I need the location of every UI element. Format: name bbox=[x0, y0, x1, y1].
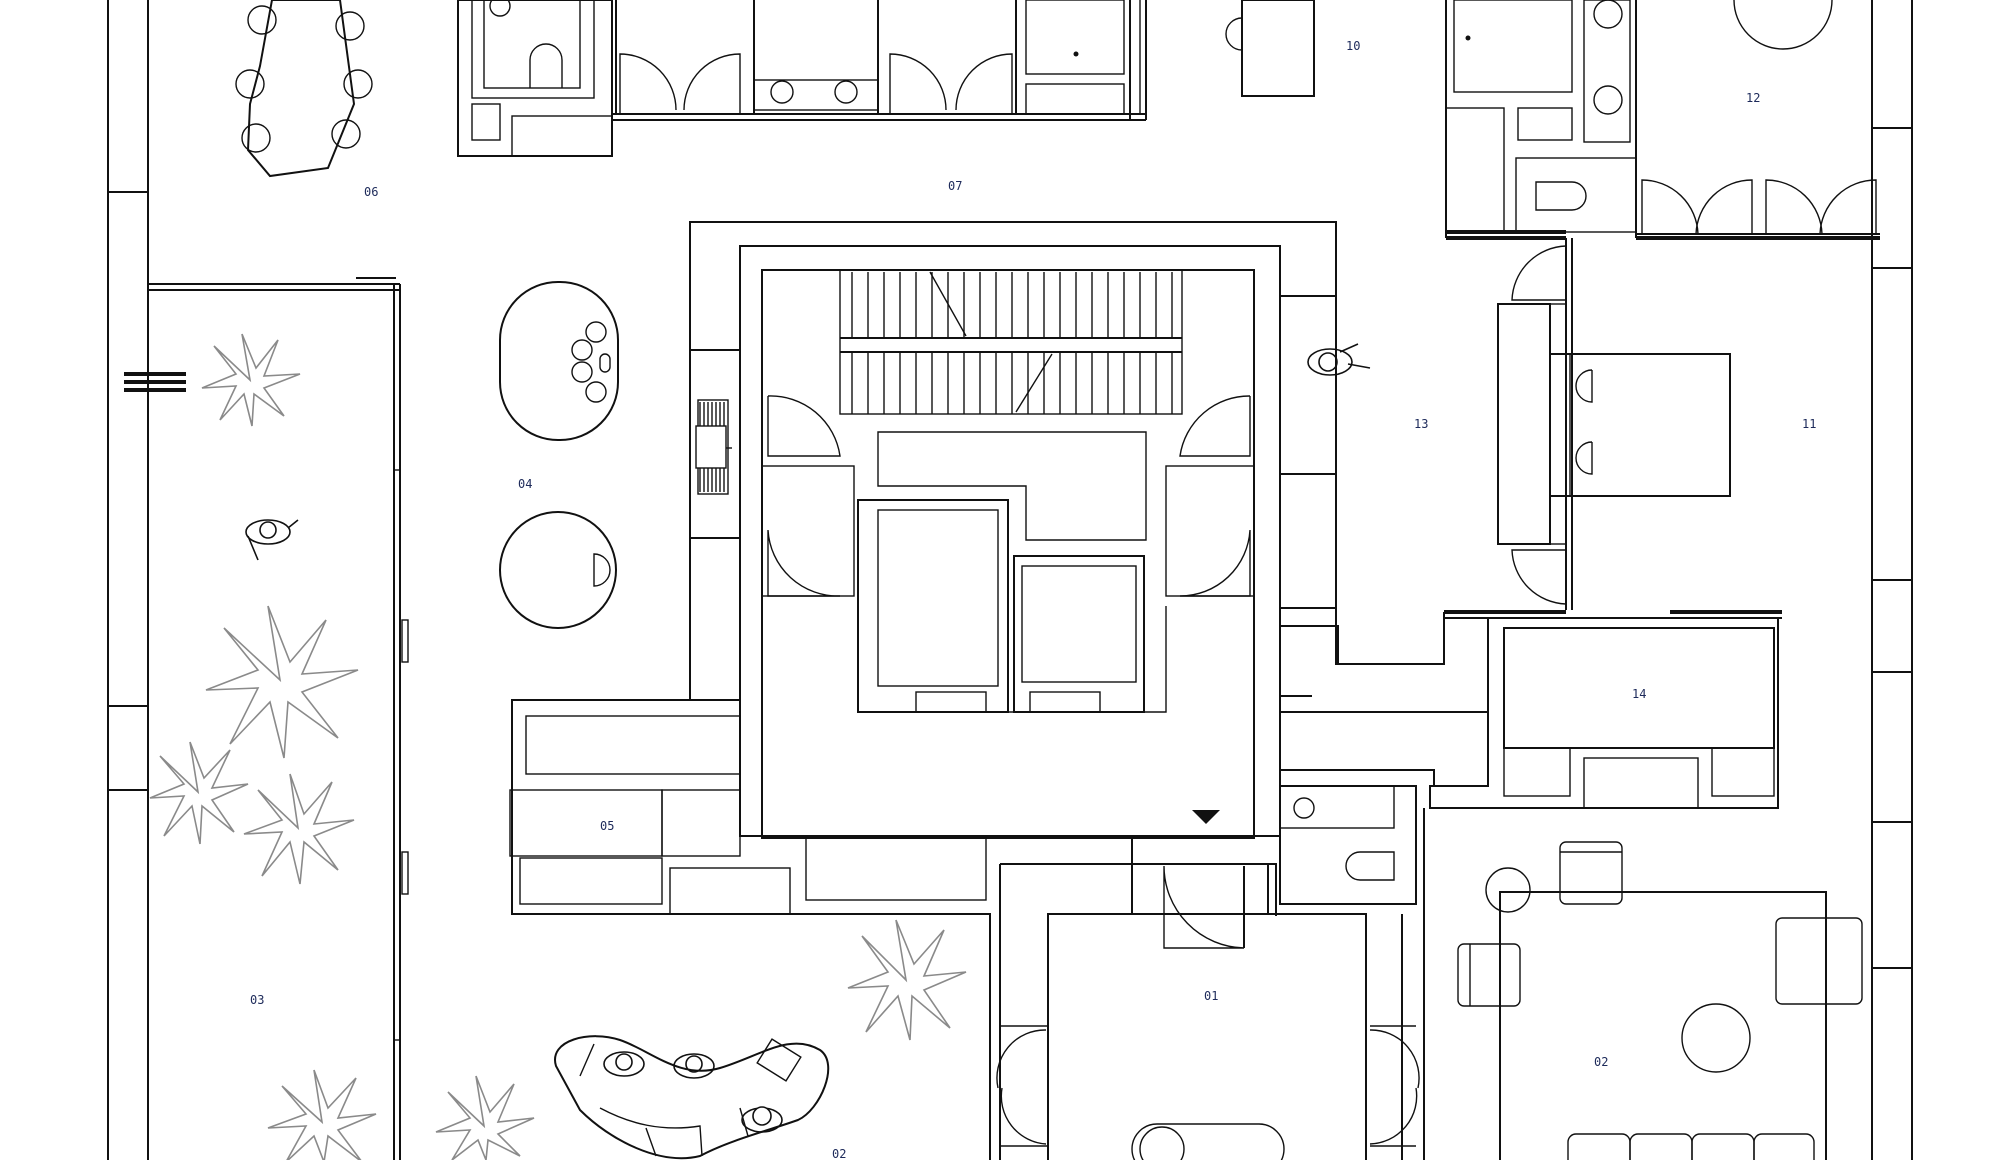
top-middle-rooms bbox=[457, 0, 1147, 157]
room-14 bbox=[1429, 618, 1779, 809]
plant bbox=[205, 605, 359, 759]
person-figure bbox=[245, 519, 299, 561]
plant bbox=[201, 333, 301, 427]
room-label-01: 01 bbox=[1204, 989, 1218, 1003]
room-label-12: 12 bbox=[1746, 91, 1760, 105]
core-left bbox=[690, 349, 740, 539]
plant bbox=[267, 1069, 377, 1160]
plant bbox=[243, 773, 355, 885]
room-label-03: 03 bbox=[250, 993, 264, 1007]
living-room bbox=[1423, 808, 1863, 1160]
stair-core bbox=[689, 221, 1337, 839]
bedroom bbox=[1443, 238, 1782, 664]
plant bbox=[149, 741, 249, 845]
room-label-11: 11 bbox=[1802, 417, 1816, 431]
people bbox=[245, 343, 1371, 1133]
entrance-hall bbox=[996, 914, 1420, 1160]
curved-bench bbox=[554, 1035, 830, 1160]
person-figure bbox=[1307, 343, 1371, 376]
room-label-07: 07 bbox=[948, 179, 962, 193]
terrace-strip bbox=[148, 277, 409, 1160]
lounge-tables bbox=[499, 281, 619, 629]
exterior-walls bbox=[107, 0, 1913, 1160]
kitchen-island bbox=[1225, 0, 1315, 97]
storage-room bbox=[509, 699, 1367, 1160]
triangle-down-icon bbox=[1192, 810, 1220, 824]
room-label-02-lounge: 02 bbox=[832, 1147, 846, 1160]
room-label-05: 05 bbox=[600, 819, 614, 833]
room-labels: 06 07 10 12 04 13 11 14 05 01 03 02 02 bbox=[250, 39, 1816, 1160]
room-label-06: 06 bbox=[364, 185, 378, 199]
core-right bbox=[1279, 295, 1489, 905]
plant bbox=[435, 1075, 535, 1160]
room-label-02-living: 02 bbox=[1594, 1055, 1608, 1069]
room-label-14: 14 bbox=[1632, 687, 1646, 701]
plant bbox=[847, 919, 967, 1041]
top-right-bathroom bbox=[1445, 0, 1880, 240]
room-label-10: 10 bbox=[1346, 39, 1360, 53]
person-figure bbox=[603, 1051, 645, 1077]
dining-area bbox=[235, 0, 373, 178]
plants bbox=[149, 333, 967, 1160]
radiator bbox=[695, 399, 732, 495]
room-label-04: 04 bbox=[518, 477, 532, 491]
stair-treads bbox=[839, 269, 1183, 415]
person-figure bbox=[673, 1053, 715, 1079]
room-label-13: 13 bbox=[1414, 417, 1428, 431]
